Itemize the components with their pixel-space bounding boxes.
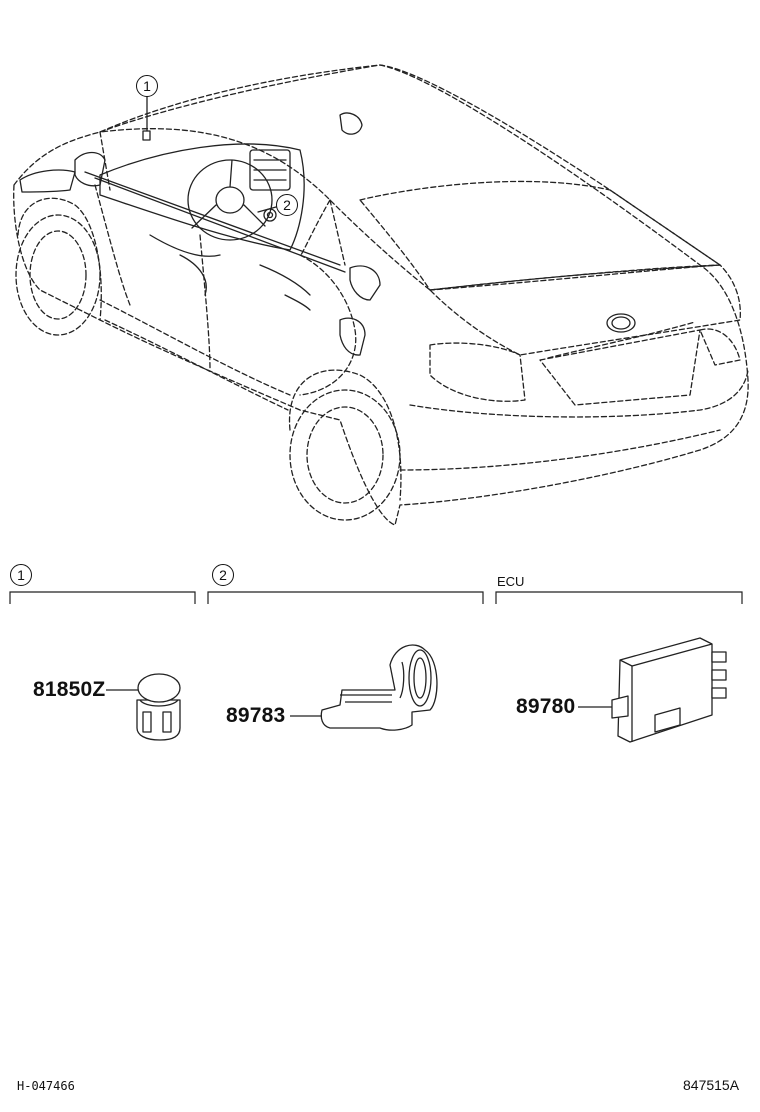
front-wheel [15,214,101,336]
part-number-81850z: 81850Z [33,678,106,701]
car-body-outline [13,64,749,526]
section-2-mark: 2 [212,564,234,586]
rear-bumper [399,369,749,471]
section-ecu-label: ECU [497,574,525,589]
part-89783-drawing [290,644,438,731]
rear-window [359,180,721,291]
front-wheel-arch [17,197,102,321]
interior-antenna-marker [142,130,151,141]
part-81850z-drawing [106,673,181,741]
part-89780-ecu-drawing [578,637,727,743]
car-roof [99,64,721,291]
footer-right-code: 847515A [683,1077,740,1093]
dashboard [99,143,305,251]
section-1-bracket [9,591,196,604]
section-ecu-bracket [495,591,743,604]
headlight [19,169,76,193]
part-number-89783: 89783 [226,704,286,727]
section-1-mark: 1 [10,564,32,586]
trunk-lid [429,264,741,356]
footer-left-code: H-047466 [17,1079,75,1093]
section-2-bracket [207,591,484,604]
side-mirror [74,151,106,187]
callout-2-leader [257,206,277,213]
rear-door [299,254,357,396]
license-plate-recess [539,329,701,406]
front-door [94,184,211,371]
tail-lamp [429,342,526,402]
callout-1-marker: 1 [136,75,158,97]
callout-2-marker: 2 [276,194,298,216]
part-number-89780: 89780 [516,695,576,718]
steering-wheel [187,159,273,241]
side-sill [99,299,291,411]
rear-wheel [289,389,401,521]
rear-emblem [606,313,636,333]
